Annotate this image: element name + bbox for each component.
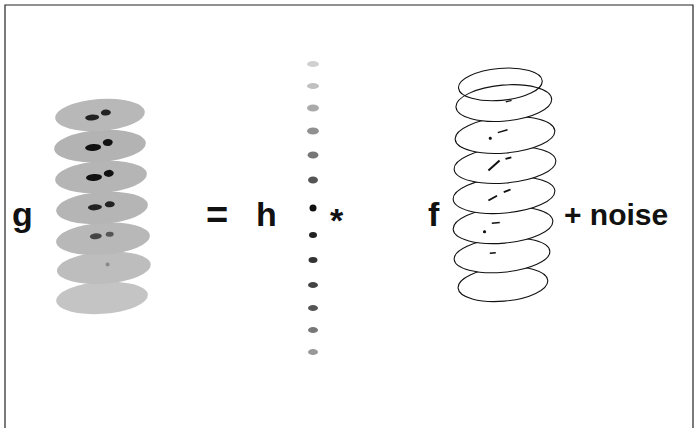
object-symbol: f xyxy=(428,197,439,231)
psf-symbol: h xyxy=(256,197,277,231)
noise-term: + noise xyxy=(564,200,668,230)
psf-dots xyxy=(307,61,319,355)
blurred-image-stack xyxy=(53,96,152,317)
equals-sign: = xyxy=(206,196,228,234)
image-symbol: g xyxy=(12,197,33,231)
convolution-symbol: * xyxy=(330,203,343,237)
frame xyxy=(5,5,693,428)
object-outline-stack xyxy=(452,65,558,305)
